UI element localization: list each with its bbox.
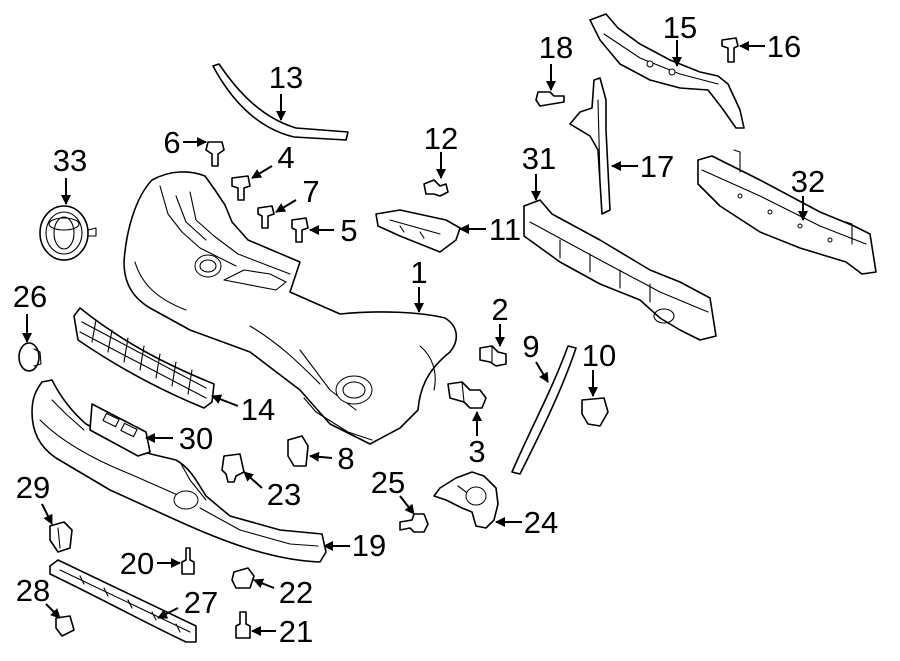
callout-26: 26: [13, 279, 47, 314]
part-4-clip: [231, 175, 251, 201]
part-23-bracket: [221, 453, 245, 483]
part-15-upper-support: [589, 13, 745, 129]
part-12-bolt: [423, 179, 449, 197]
part-10-clip: [581, 397, 609, 427]
callout-1: 1: [410, 255, 427, 290]
callout-17: 17: [640, 149, 674, 184]
callout-3: 3: [468, 434, 485, 469]
callout-27: 27: [184, 585, 218, 620]
part-16-bolt: [721, 37, 739, 63]
callout-14: 14: [241, 392, 275, 427]
callout-12: 12: [424, 121, 458, 156]
callout-21: 21: [279, 614, 313, 649]
callouts: 1 2 3 4 5 6 7 8 9 10 11 12 13: [13, 10, 825, 649]
callout-29: 29: [16, 470, 50, 505]
callout-16: 16: [767, 29, 801, 64]
callout-11: 11: [489, 212, 521, 247]
callout-4: 4: [277, 140, 294, 175]
part-27-spoiler-strip: [49, 559, 197, 643]
callout-8: 8: [337, 441, 354, 476]
part-9-arch-strip: [511, 345, 577, 475]
callout-25: 25: [371, 465, 405, 500]
part-24-fog-lamp: [433, 471, 499, 529]
callout-9: 9: [522, 329, 539, 364]
part-1-bumper-cover: [123, 171, 458, 445]
part-6-clip: [205, 141, 225, 167]
part-32-reinforcement: [697, 149, 877, 275]
part-21-screw: [235, 611, 251, 639]
callout-30: 30: [179, 421, 213, 456]
callout-5: 5: [340, 213, 357, 248]
part-5-bolt: [291, 217, 309, 243]
callout-32: 32: [791, 164, 825, 199]
callout-18: 18: [539, 30, 573, 65]
part-13-molding-strip: [212, 63, 349, 141]
part-22-clip: [231, 567, 255, 589]
part-7-clip: [257, 205, 275, 229]
callout-22: 22: [279, 575, 313, 610]
part-30-license-bracket: [89, 403, 151, 457]
part-17-side-bracket: [569, 77, 611, 215]
callout-10: 10: [582, 338, 616, 373]
part-28-clip: [55, 615, 75, 637]
callout-2: 2: [491, 292, 508, 327]
part-29-clip: [49, 521, 73, 553]
callout-28: 28: [16, 573, 50, 608]
callout-6: 6: [163, 125, 180, 160]
callout-31: 31: [522, 141, 556, 176]
part-25-bolt: [399, 513, 429, 533]
callout-7: 7: [302, 174, 319, 209]
callout-33: 33: [53, 143, 87, 178]
part-18-bolt: [535, 91, 565, 107]
part-3-socket: [447, 381, 487, 409]
callout-19: 19: [352, 528, 386, 563]
part-11-side-bracket: [375, 209, 461, 253]
callout-13: 13: [269, 60, 303, 95]
part-33-emblem: [39, 205, 97, 261]
part-31-absorber: [523, 199, 717, 341]
callout-23: 23: [267, 477, 301, 512]
part-2-bulb: [479, 345, 507, 367]
part-14-lower-grille: [73, 307, 215, 409]
part-20-screw: [181, 547, 195, 575]
callout-24: 24: [524, 505, 558, 540]
callout-20: 20: [120, 546, 154, 581]
part-8-clip: [287, 435, 309, 467]
part-26-cap: [18, 342, 42, 372]
callout-15: 15: [663, 10, 697, 45]
part-19-lower-cover: [31, 379, 327, 563]
